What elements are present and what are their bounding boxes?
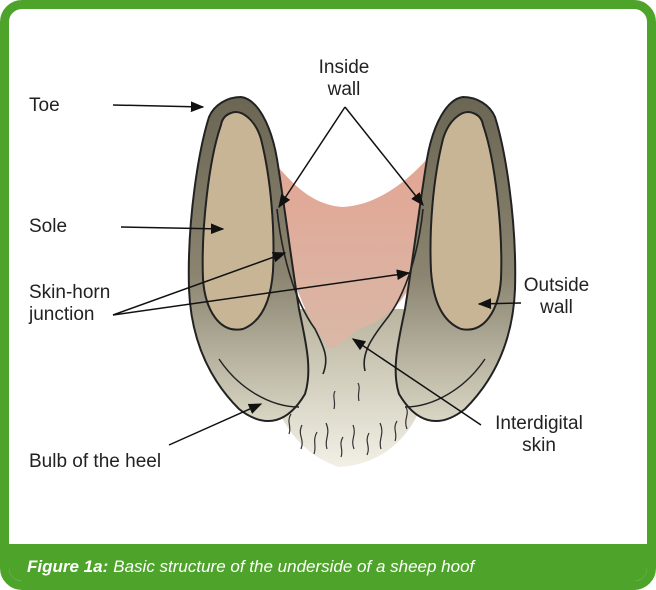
label-interdigital-line1: Interdigital <box>479 413 599 435</box>
figure-caption: Figure 1a: Basic structure of the unders… <box>9 544 647 590</box>
label-toe: Toe <box>29 95 60 117</box>
label-sole: Sole <box>29 216 67 238</box>
toe-arrow <box>113 105 203 107</box>
inside-wall-arrow-left <box>279 107 345 207</box>
bulb-arrow <box>169 404 261 445</box>
label-inside-wall-line2: wall <box>309 79 379 101</box>
inside-wall-arrow-right <box>345 107 423 205</box>
label-inside-wall: Inside wall <box>309 57 379 101</box>
label-interdigital-line2: skin <box>479 435 599 457</box>
label-bulb-of-heel: Bulb of the heel <box>29 451 161 473</box>
label-outside-wall-line2: wall <box>514 297 599 319</box>
label-outside-wall: Outside wall <box>514 275 599 319</box>
label-skin-horn-junction: Skin-horn junction <box>29 282 110 326</box>
caption-figure-label: Figure 1a: <box>27 557 108 577</box>
label-skin-horn-line2: junction <box>29 304 110 326</box>
label-interdigital-skin: Interdigital skin <box>479 413 599 457</box>
label-outside-wall-line1: Outside <box>514 275 599 297</box>
label-inside-wall-line1: Inside <box>309 57 379 79</box>
caption-text: Basic structure of the underside of a sh… <box>113 557 474 577</box>
label-skin-horn-line1: Skin-horn <box>29 282 110 304</box>
